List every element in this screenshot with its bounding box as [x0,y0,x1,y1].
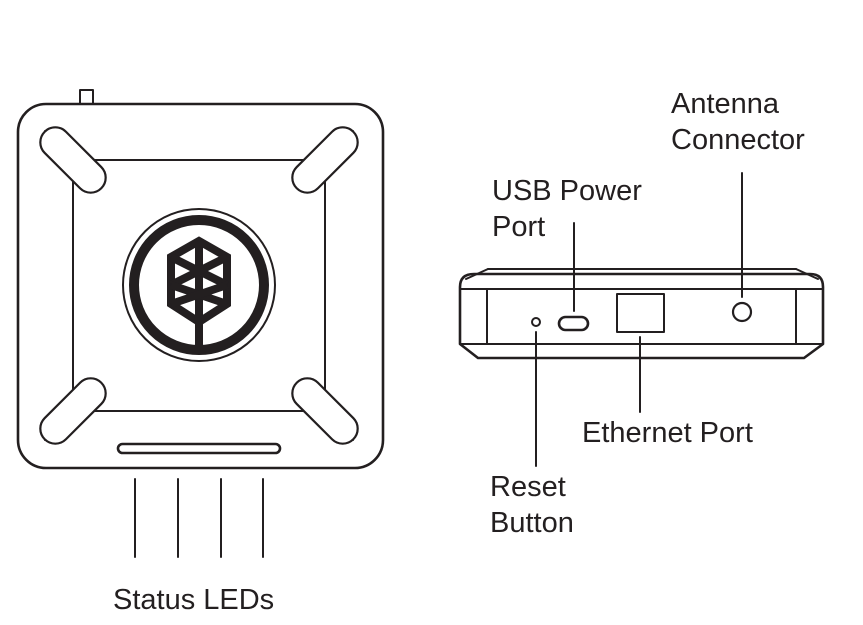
side-body-outline [458,272,825,360]
device-inner-panel [72,159,326,412]
reset-button-label: Reset Button [490,469,574,541]
usb-power-port [557,315,590,332]
corner-pad-top-left [39,126,107,194]
reset-button-hole [531,317,541,327]
device-top-view [16,89,385,558]
device-side-view [458,172,825,467]
antenna-connector-label-line-2: Connector [671,124,805,156]
ethernet-port [616,293,665,333]
device-body-outline [16,102,385,470]
antenna-connector-label-line-1: Antenna [671,88,780,120]
status-led-bar [116,442,282,455]
usb-power-port-label-line-2: Port [492,211,546,243]
status-leds-label: Status LEDs [113,584,275,616]
tree-logo-icon [122,208,276,362]
usb-power-port-label: USB Power Port [492,173,642,245]
antenna-connector [731,301,753,323]
antenna-connector-label: Antenna Connector [671,86,805,158]
reset-button-label-line-2: Button [490,507,574,539]
ethernet-port-label: Ethernet Port [582,417,753,449]
reset-button-label-line-1: Reset [490,471,566,503]
usb-power-port-label-line-1: USB Power [492,175,642,207]
antenna-stub [79,89,94,105]
corner-pad-top-right [291,126,359,194]
